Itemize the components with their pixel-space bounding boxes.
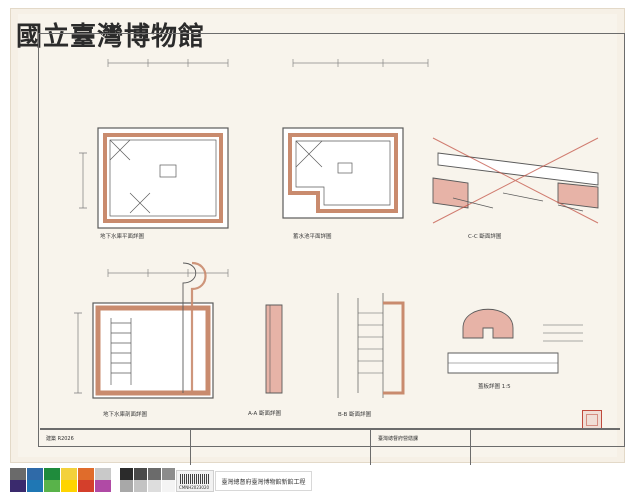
view-label: C-C 斷面詳圖 bbox=[468, 232, 502, 240]
swatch bbox=[10, 468, 26, 480]
swatch bbox=[78, 468, 94, 480]
archive-caption: 臺灣總督府臺灣博物館新館工程 bbox=[215, 471, 312, 491]
title-block-divider bbox=[470, 429, 471, 465]
swatch bbox=[27, 468, 43, 480]
color-calibration-swatches bbox=[10, 468, 111, 492]
barcode-bars bbox=[180, 474, 210, 484]
section-middle bbox=[265, 293, 405, 398]
grayscale-swatches bbox=[120, 468, 175, 492]
drawing-frame bbox=[38, 33, 625, 447]
swatch bbox=[95, 480, 111, 492]
plan-left bbox=[79, 127, 229, 229]
swatch bbox=[44, 480, 60, 492]
title-block-divider bbox=[40, 429, 620, 430]
view-label: 地下水庫平面詳圖 bbox=[100, 232, 145, 240]
swatch bbox=[61, 468, 77, 480]
view-label: 地下水庫剖面詳圖 bbox=[103, 410, 148, 418]
plan-middle bbox=[282, 127, 404, 219]
document-sheet: 國立臺灣博物館 bbox=[10, 8, 625, 465]
museum-stamp-title: 國立臺灣博物館 bbox=[16, 22, 206, 52]
architectural-drawing: 地下水庫平面詳圖 蓄水池平面詳圖 A-A 斷面詳圖 地下水庫剖面詳圖 B-B 斷… bbox=[74, 59, 599, 418]
title-block-agency: 臺灣總督府營繕課 bbox=[378, 436, 419, 442]
title-block-left-note: 建築 R2026 bbox=[46, 436, 74, 442]
swatch bbox=[44, 468, 60, 480]
swatch bbox=[95, 468, 111, 480]
swatch bbox=[10, 480, 26, 492]
view-label: A-A 斷面詳圖 bbox=[248, 409, 282, 417]
swatch bbox=[27, 480, 43, 492]
gray-swatch bbox=[120, 468, 133, 480]
view-label: 蓄水池平面詳圖 bbox=[293, 232, 332, 240]
title-block-divider bbox=[370, 429, 371, 465]
view-label: 蓋板詳圖 1:5 bbox=[478, 382, 511, 390]
gray-swatch bbox=[134, 480, 147, 492]
gray-swatch bbox=[162, 480, 175, 492]
gray-swatch bbox=[162, 468, 175, 480]
gray-swatch bbox=[148, 480, 161, 492]
detail-top-right bbox=[432, 137, 599, 224]
title-block: 建築 R2026 臺灣總督府營繕課 bbox=[40, 428, 620, 465]
gray-swatch bbox=[120, 480, 133, 492]
title-block-divider bbox=[190, 429, 191, 465]
detail-bottom-right bbox=[447, 308, 583, 374]
gray-swatch bbox=[148, 468, 161, 480]
gray-swatch bbox=[134, 468, 147, 480]
section-bottom-left bbox=[74, 261, 214, 399]
swatch bbox=[61, 480, 77, 492]
view-label: B-B 斷面詳圖 bbox=[338, 410, 372, 418]
archive-barcode: CMNH2023020 bbox=[176, 470, 214, 492]
swatch bbox=[78, 480, 94, 492]
red-seal-mark bbox=[582, 410, 602, 430]
barcode-text: CMNH2023020 bbox=[179, 485, 210, 490]
